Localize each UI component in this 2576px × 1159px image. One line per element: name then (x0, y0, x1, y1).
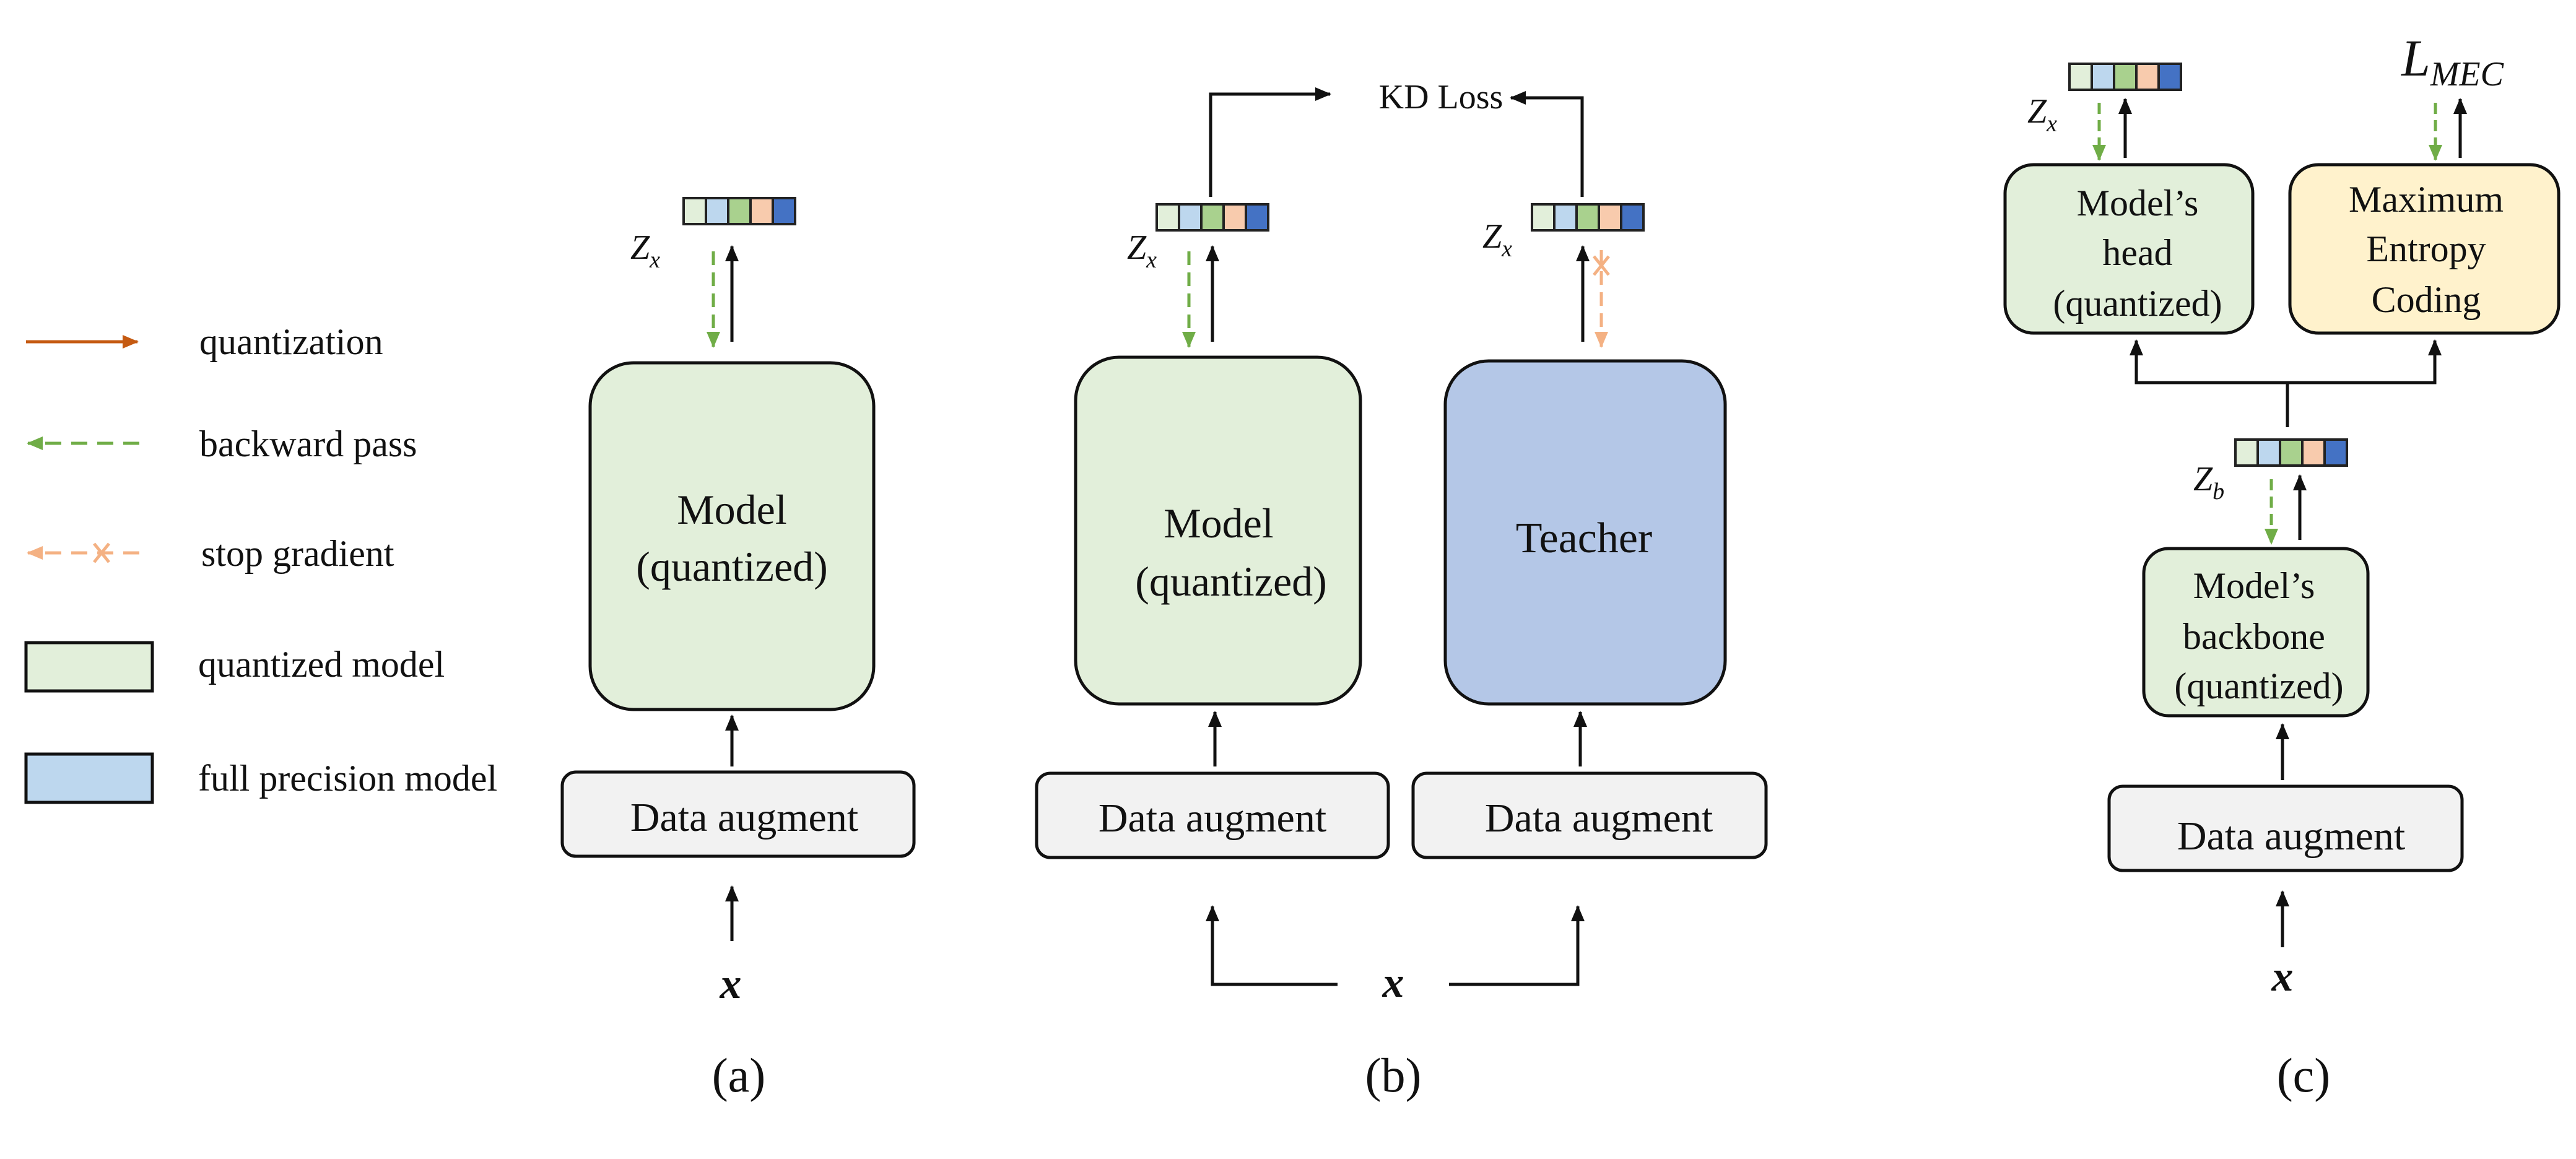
input-x: x (720, 960, 742, 1008)
legend-label-stop: stop gradient (201, 533, 394, 574)
input-x: x (1382, 959, 1404, 1007)
student-data-augment-label: Data augment (1099, 796, 1326, 841)
student-model-sub-label: (quantized) (1135, 558, 1327, 605)
data-augment-label: Data augment (630, 795, 858, 840)
legend-backward: backward pass (27, 423, 417, 464)
input-to-teacher-arrow (1449, 905, 1585, 986)
mec-box: Maximum Entropy Coding (2288, 163, 2561, 335)
data-augment-box: Data augment (2107, 784, 2464, 872)
model-sub-label: (quantized) (636, 543, 828, 590)
model-head-quantized-label: (quantized) (2053, 283, 2222, 324)
panel-a: Zx Model (quantized) Data augment x (a) (560, 197, 916, 1102)
teacher-data-augment-box: Data augment (1411, 771, 1768, 859)
legend-quantization: quantization (26, 321, 383, 362)
model-head-sub-label: head (2102, 232, 2172, 273)
z-label: Zx (630, 228, 660, 273)
split-to-mec-arrow (2287, 339, 2442, 384)
legend-quantized: quantized model (24, 641, 445, 693)
teacher-embedding-vector (1531, 203, 1645, 232)
head-embedding-vector (2068, 63, 2182, 91)
caption-b: (b) (1365, 1048, 1422, 1102)
backbone-label: Model’s (2193, 565, 2315, 606)
model-head-label: Model’s (2077, 183, 2199, 224)
data-augment-label: Data augment (2177, 814, 2405, 859)
teacher-z-label: Zx (1482, 217, 1512, 262)
model-head-box: Model’s head (quantized) (2003, 163, 2255, 335)
mec-label-2: Entropy (2366, 228, 2486, 269)
legend: quantization backward pass stop gradient… (24, 321, 497, 804)
legend-label-backward: backward pass (199, 423, 417, 464)
legend-label-fullprec: full precision model (198, 758, 497, 799)
model-box: Model (quantized) (588, 361, 876, 711)
panel-b: KD Loss Zx Zx Mod (1035, 78, 1768, 1102)
split-to-head-arrow (2130, 339, 2287, 384)
stop-x-icon (93, 542, 110, 563)
quantized-swatch-icon (24, 641, 154, 693)
legend-label-quantized: quantized model (198, 644, 445, 685)
mec-label-1: Maximum (2349, 179, 2504, 220)
kd-loss-label: KD Loss (1379, 78, 1503, 116)
caption-c: (c) (2277, 1048, 2331, 1102)
head-z-label: Zx (2027, 92, 2057, 137)
student-model-label: Model (1164, 500, 1274, 547)
legend-stop: stop gradient (27, 533, 394, 574)
model-label: Model (677, 486, 787, 533)
data-augment-box: Data augment (560, 770, 916, 858)
input-to-student-arrow (1206, 905, 1338, 986)
embedding-vector (682, 197, 796, 225)
backbone-embedding-vector (2234, 438, 2348, 467)
model-backbone-box: Model’s backbone (quantized) (2142, 547, 2370, 718)
student-z-label: Zx (1127, 228, 1157, 273)
teacher-data-augment-label: Data augment (1485, 796, 1713, 841)
backbone-sub-label: backbone (2183, 616, 2325, 657)
teacher-stop-x-icon (1593, 255, 1610, 276)
fullprec-swatch-icon (24, 752, 154, 804)
student-model-box: Model (quantized) (1074, 355, 1362, 706)
backbone-quantized-label: (quantized) (2174, 666, 2343, 706)
student-to-loss-arrow (1209, 87, 1331, 197)
teacher-box: Teacher (1443, 359, 1727, 706)
legend-label-quantization: quantization (199, 321, 383, 362)
panel-c: Zx LMEC Model’s head (quantized) Maximum… (2003, 30, 2561, 1102)
legend-fullprec: full precision model (24, 752, 497, 804)
backbone-z-label: Zb (2193, 460, 2224, 505)
student-embedding-vector (1155, 203, 1269, 232)
mec-label-3: Coding (2372, 279, 2481, 320)
teacher-label: Teacher (1516, 514, 1652, 562)
student-data-augment-box: Data augment (1035, 771, 1390, 859)
input-x: x (2271, 953, 2294, 1001)
loss-mec-label: LMEC (2401, 30, 2504, 93)
teacher-to-loss-arrow (1510, 91, 1584, 197)
caption-a: (a) (712, 1048, 766, 1102)
